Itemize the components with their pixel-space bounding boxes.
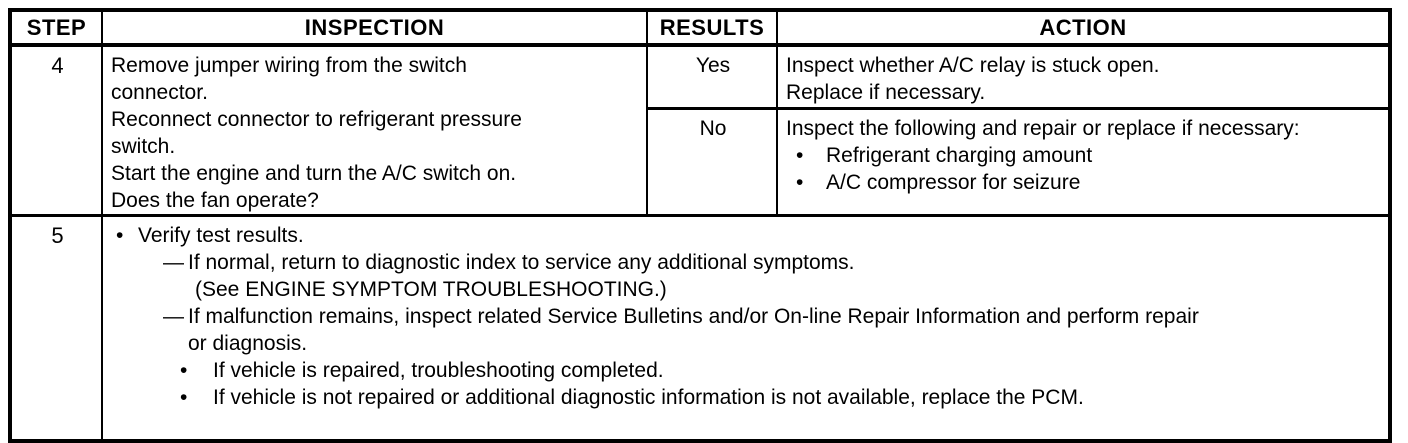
- col-header-results: RESULTS: [646, 9, 778, 47]
- inspection-line: Remove jumper wiring from the switch: [111, 54, 467, 77]
- step5-row: 5 • Verify test results. — If normal, re…: [9, 214, 1391, 442]
- bullet-icon: •: [180, 386, 188, 409]
- bullet-icon: •: [180, 359, 188, 382]
- col-header-inspection: INSPECTION: [101, 9, 648, 47]
- action-bullet-text: A/C compressor for seizure: [826, 171, 1081, 195]
- step5-line: • Verify test results.: [111, 222, 1382, 249]
- step4-yes-row: 4 Remove jumper wiring from the switch c…: [9, 44, 1391, 217]
- bullet-icon: •: [116, 224, 124, 247]
- col-header-step: STEP: [9, 9, 103, 47]
- step4-number: 4: [9, 44, 103, 217]
- step5-line-text: If vehicle is not repaired or additional…: [213, 386, 1084, 409]
- step4-action-no-cell: Inspect the following and repair or repl…: [776, 107, 1391, 217]
- step5-content-cell: • Verify test results. — If normal, retu…: [101, 214, 1391, 442]
- inspection-line: Reconnect connector to refrigerant press…: [111, 108, 522, 131]
- step4-result-yes: Yes: [646, 44, 778, 110]
- step5-line-text: or diagnosis.: [188, 332, 308, 355]
- step5-line-text: If malfunction remains, inspect related …: [188, 305, 1199, 328]
- step5-line-text: Verify test results.: [138, 224, 304, 247]
- action-line: Replace if necessary.: [786, 81, 986, 104]
- bullet-icon: •: [796, 144, 804, 168]
- step4-inspection-cell: Remove jumper wiring from the switch con…: [101, 44, 648, 217]
- step5-line: • If vehicle is repaired, troubleshootin…: [111, 357, 1382, 384]
- action-bullet-text: Refrigerant charging amount: [826, 144, 1093, 168]
- action-bullet-item: • A/C compressor for seizure: [786, 169, 1382, 196]
- step5-line-text: If vehicle is repaired, troubleshooting …: [213, 359, 664, 382]
- step4-no-row: No Inspect the following and repair or r…: [10, 107, 1391, 217]
- action-line: Inspect whether A/C relay is stuck open.: [786, 54, 1160, 77]
- step5-number: 5: [9, 214, 103, 442]
- dash-icon: —: [163, 251, 184, 274]
- col-header-action: ACTION: [776, 9, 1391, 47]
- step5-line: — If malfunction remains, inspect relate…: [111, 303, 1382, 330]
- inspection-line: switch.: [111, 135, 176, 158]
- troubleshooting-document: STEP INSPECTION RESULTS ACTION 4 Remove …: [8, 8, 1392, 443]
- step4-result-no: No: [646, 107, 778, 217]
- inspection-line: connector.: [111, 81, 208, 104]
- step5-line-text: If normal, return to diagnostic index to…: [188, 251, 855, 274]
- step4-action-yes-cell: Inspect whether A/C relay is stuck open.…: [776, 44, 1391, 110]
- header-row: STEP INSPECTION RESULTS ACTION: [9, 9, 1391, 47]
- inspection-line: Start the engine and turn the A/C switch…: [111, 162, 517, 185]
- step5-line: (See ENGINE SYMPTOM TROUBLESHOOTING.): [111, 276, 1382, 303]
- step5-line: • If vehicle is not repaired or addition…: [111, 384, 1382, 411]
- step5-line: — If normal, return to diagnostic index …: [111, 249, 1382, 276]
- inspection-line: Does the fan operate?: [111, 189, 319, 212]
- action-bullet-item: • Refrigerant charging amount: [786, 142, 1382, 169]
- action-intro: Inspect the following and repair or repl…: [786, 117, 1300, 141]
- dash-icon: —: [163, 305, 184, 328]
- step5-line: or diagnosis.: [111, 330, 1382, 357]
- step5-line-text: (See ENGINE SYMPTOM TROUBLESHOOTING.): [195, 278, 667, 301]
- bullet-icon: •: [796, 171, 804, 195]
- troubleshooting-table: STEP INSPECTION RESULTS ACTION 4 Remove …: [8, 8, 1392, 443]
